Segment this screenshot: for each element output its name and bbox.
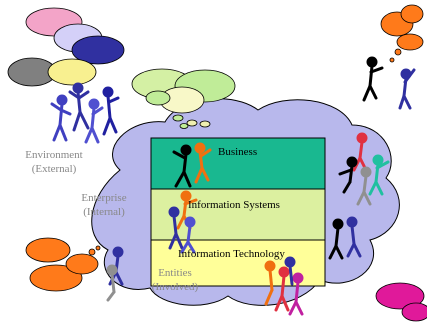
thought-cloud-cluster-center	[131, 68, 236, 129]
enterprise-label-line2: (Internal)	[83, 206, 125, 218]
thought-cloud-cluster-topleft	[7, 7, 125, 87]
entities-label-line1: Entities	[158, 267, 192, 279]
entities-label: Entities (Involved)	[140, 266, 210, 294]
enterprise-label-line1: Enterprise	[81, 192, 127, 204]
thought-cloud-bottomleft	[25, 237, 101, 292]
information-technology-layer-label: Information Technology	[178, 248, 285, 260]
enterprise-label: Enterprise (Internal)	[64, 191, 144, 219]
entities-label-line2: (Involved)	[151, 281, 199, 293]
environment-label-line1: Environment	[25, 149, 83, 161]
people-group-entities	[106, 246, 304, 316]
people-group-topright	[362, 56, 416, 110]
thought-cloud-cluster-topright	[380, 4, 424, 63]
people-group-business	[172, 132, 390, 206]
business-layer-label: Business	[218, 146, 258, 158]
people-group-information-systems	[168, 190, 362, 260]
architecture-stack	[150, 137, 326, 287]
people-group-environment	[50, 82, 120, 144]
environment-label: Environment (External)	[14, 148, 94, 176]
thought-cloud-bottomright	[375, 282, 427, 322]
information-systems-layer-label: Information Systems	[188, 199, 280, 211]
environment-label-line2: (External)	[31, 163, 77, 175]
